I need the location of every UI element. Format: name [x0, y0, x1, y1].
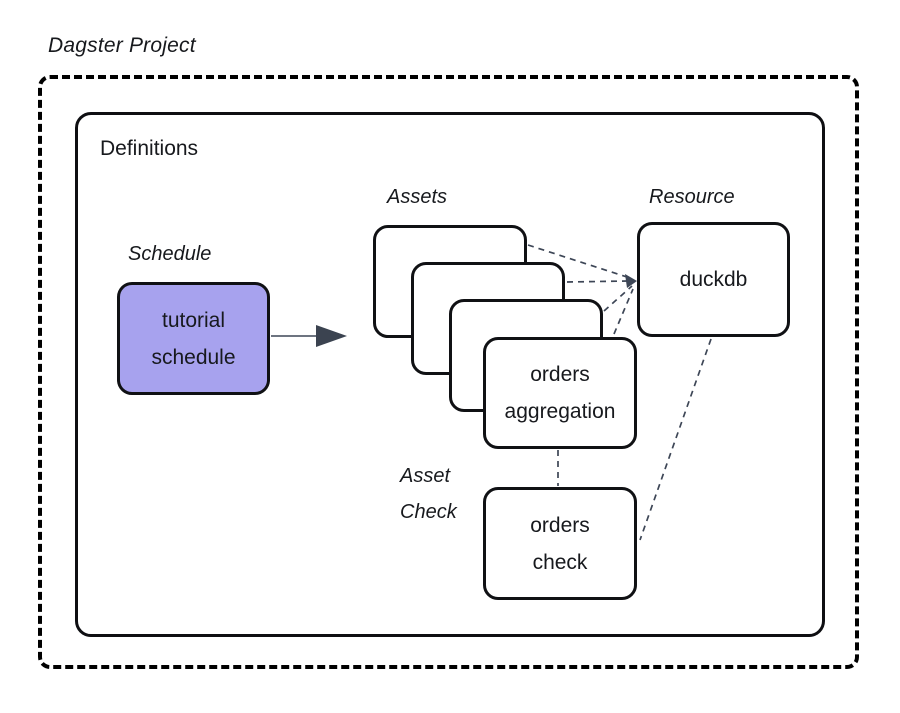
duckdb-node: duckdb — [637, 222, 790, 337]
assets-section-label: Assets — [387, 186, 448, 208]
tutorial-schedule-label-line1: tutorial — [161, 308, 226, 332]
diagram-title: Dagster Project — [48, 34, 196, 57]
orders-aggregation-label-line2: aggregation — [504, 400, 616, 423]
schedule-section-label: Schedule — [128, 243, 212, 265]
definitions-label: Definitions — [100, 137, 199, 160]
asset-check-label-line2: Check — [400, 501, 457, 523]
duckdb-label: duckdb — [679, 268, 748, 291]
orders-check-label-line2: check — [532, 550, 588, 574]
asset-check-label-line1: Asset — [400, 465, 451, 487]
orders-aggregation-node: orders aggregation — [483, 337, 637, 449]
dagster-project-boundary — [38, 75, 859, 669]
orders-check-label-line1: orders — [530, 513, 590, 537]
resource-section-label: Resource — [649, 186, 735, 208]
orders-aggregation-label-line1: orders — [530, 363, 590, 386]
asset-check-section-label: Asset Check — [400, 458, 457, 530]
orders-check-node: orders check — [483, 487, 637, 600]
tutorial-schedule-node: tutorial schedule — [117, 282, 270, 395]
tutorial-schedule-label-line2: schedule — [151, 345, 236, 369]
